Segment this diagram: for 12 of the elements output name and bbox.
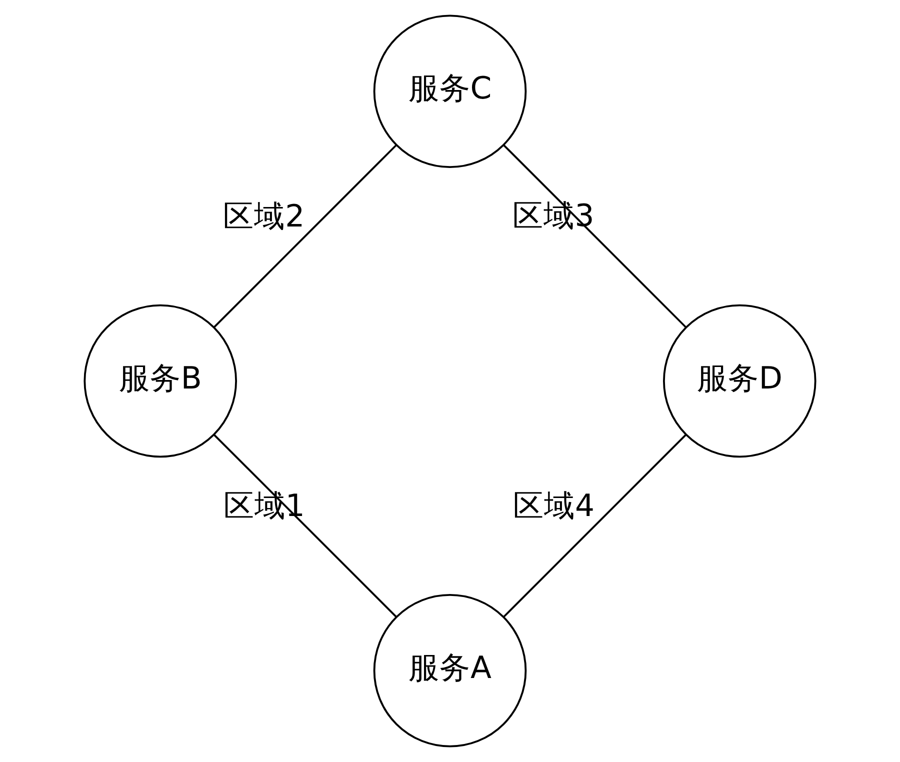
node-circle: 服务B — [84, 304, 238, 458]
edge-label: 区域3 — [512, 199, 594, 234]
connector — [214, 434, 397, 618]
node-circle: 服务D — [662, 304, 816, 458]
edge-label: 区域4 — [512, 488, 594, 524]
edge-label: 区域2 — [223, 199, 305, 234]
connector — [503, 434, 686, 618]
connector — [213, 144, 397, 328]
connector — [503, 144, 686, 328]
node-circle: 服务A — [373, 594, 527, 748]
edge-label: 区域1 — [223, 488, 305, 524]
node-circle: 服务C — [373, 14, 527, 168]
